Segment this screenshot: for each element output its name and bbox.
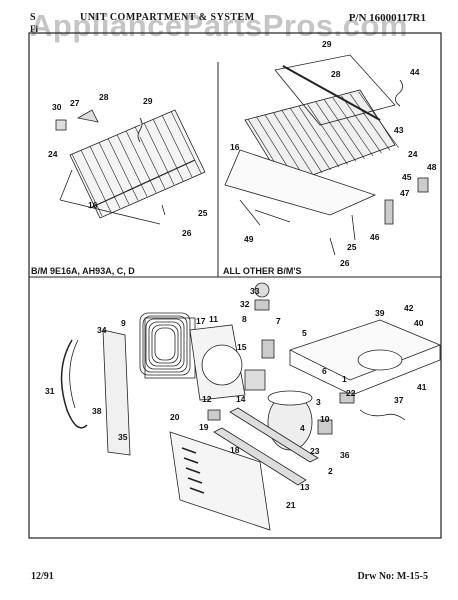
panel-label-top-left: B/M 9E16A, AH93A, C, D <box>31 266 135 276</box>
part-number: P/N 16000117R1 <box>348 12 426 24</box>
tr-callout-26: 26 <box>340 258 350 268</box>
tr-callout-25: 25 <box>347 242 357 252</box>
bottom-callout-10: 10 <box>320 414 330 424</box>
bottom-callout-18: 18 <box>230 445 240 455</box>
footer-drawing-number: Drw No: M-15-5 <box>357 571 428 582</box>
tl-callout-25: 25 <box>198 208 208 218</box>
bottom-callout-9: 9 <box>121 318 126 328</box>
tl-callout-29: 29 <box>143 96 153 106</box>
tl-callout-26: 26 <box>182 228 192 238</box>
watermark: AppliancePartsPros.com <box>30 8 408 43</box>
bottom-callout-31: 31 <box>45 386 55 396</box>
bottom-callout-12: 12 <box>202 394 212 404</box>
bottom-callout-33: 33 <box>250 286 260 296</box>
bottom-callout-38: 38 <box>92 406 102 416</box>
bottom-callout-1: 1 <box>342 374 347 384</box>
tl-small-parts <box>55 109 166 216</box>
bottom-callout-36: 36 <box>340 450 350 460</box>
tr-callout-16: 16 <box>230 142 240 152</box>
callouts-top-left: 30 27 28 29 24 16 25 26 <box>48 92 208 238</box>
tr-callout-47: 47 <box>400 188 410 198</box>
tr-callout-46: 46 <box>370 232 380 242</box>
bottom-callout-6: 6 <box>322 366 327 376</box>
bottom-callout-4: 4 <box>300 423 305 433</box>
section-line2: Fi <box>30 24 38 34</box>
tr-callout-44: 44 <box>410 67 420 77</box>
bottom-callout-42: 42 <box>404 303 414 313</box>
bottom-assembly <box>60 282 442 531</box>
tl-callout-16: 16 <box>88 200 98 210</box>
tr-callout-43: 43 <box>394 125 404 135</box>
bottom-callout-20: 20 <box>170 412 180 422</box>
bottom-callout-19: 19 <box>199 422 209 432</box>
tr-callout-48: 48 <box>427 162 437 172</box>
bottom-callout-21: 21 <box>286 500 296 510</box>
bottom-callout-13: 13 <box>300 482 310 492</box>
bottom-callout-17: 17 <box>196 316 206 326</box>
section-prefix: S <box>30 12 36 23</box>
bottom-callout-5: 5 <box>302 328 307 338</box>
tr-callout-45: 45 <box>402 172 412 182</box>
bottom-callout-32: 32 <box>240 299 250 309</box>
tr-callout-29: 29 <box>322 39 332 49</box>
bottom-callout-8: 8 <box>242 314 247 324</box>
bottom-callout-40: 40 <box>414 318 424 328</box>
bottom-callout-14: 14 <box>236 394 246 404</box>
panel-label-top-right: ALL OTHER B/M'S <box>223 266 302 276</box>
tl-callout-27: 27 <box>70 98 80 108</box>
tr-callout-28: 28 <box>331 69 341 79</box>
bottom-callout-7: 7 <box>276 316 281 326</box>
bottom-callout-3: 3 <box>316 397 321 407</box>
bottom-callout-34: 34 <box>97 325 107 335</box>
bottom-callout-41: 41 <box>417 382 427 392</box>
bottom-callout-2: 2 <box>328 466 333 476</box>
footer-date: 12/91 <box>31 571 54 582</box>
bottom-callout-15: 15 <box>237 342 247 352</box>
bottom-callout-22: 22 <box>346 388 356 398</box>
bottom-callout-23: 23 <box>310 446 320 456</box>
tr-condenser-coil <box>224 54 429 256</box>
callouts-top-right: 29 28 44 43 24 16 45 48 47 46 49 25 26 <box>230 39 437 268</box>
bottom-callout-35: 35 <box>118 432 128 442</box>
tl-callout-30: 30 <box>52 102 62 112</box>
bottom-callout-11: 11 <box>209 314 218 324</box>
tl-callout-24: 24 <box>48 149 58 159</box>
tl-condenser-coil <box>59 109 206 225</box>
bottom-callout-39: 39 <box>375 308 385 318</box>
diagram-title: UNIT COMPARTMENT & SYSTEM <box>80 12 255 23</box>
tr-callout-24: 24 <box>408 149 418 159</box>
tr-callout-49: 49 <box>244 234 254 244</box>
bottom-callout-37: 37 <box>394 395 404 405</box>
tl-callout-28: 28 <box>99 92 109 102</box>
